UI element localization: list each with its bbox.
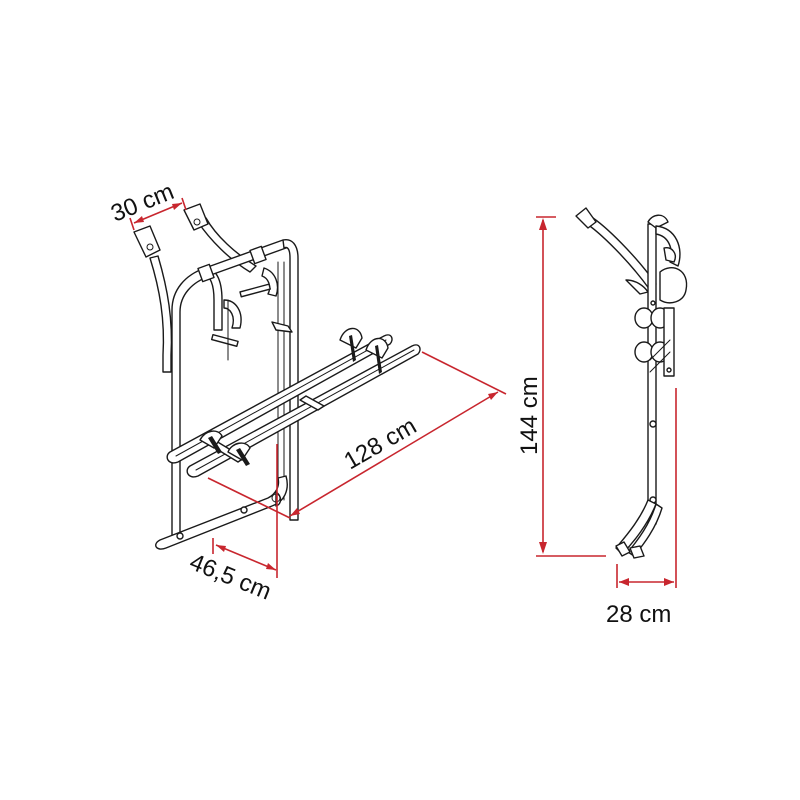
left-upper-mount — [133, 225, 173, 373]
side-foot — [615, 499, 663, 559]
side-frame-holder — [655, 225, 688, 304]
side-view: 144 cm 28 cm — [516, 207, 688, 628]
frame-left-loop — [171, 267, 223, 541]
frame-holder-right — [239, 267, 293, 333]
perspective-view: 30 cm 128 cm 46,5 cm — [107, 178, 507, 606]
side-rail-rings — [634, 307, 675, 377]
frame-right-loop — [277, 238, 299, 521]
dimension-30cm: 30 cm — [107, 178, 187, 231]
frame-holder-left — [210, 299, 242, 361]
side-main-post — [647, 214, 669, 525]
dim-label-46-5cm: 46,5 cm — [186, 549, 275, 606]
frame-crossbar — [197, 239, 287, 283]
dim-label-28cm: 28 cm — [606, 601, 671, 628]
side-upper-arm — [575, 207, 657, 295]
wheel-rails — [166, 327, 421, 478]
dimension-28cm: 28 cm — [606, 388, 677, 628]
dim-label-144cm: 144 cm — [516, 376, 543, 455]
dim-label-128cm: 128 cm — [340, 412, 422, 475]
dimension-144cm: 144 cm — [516, 216, 606, 557]
